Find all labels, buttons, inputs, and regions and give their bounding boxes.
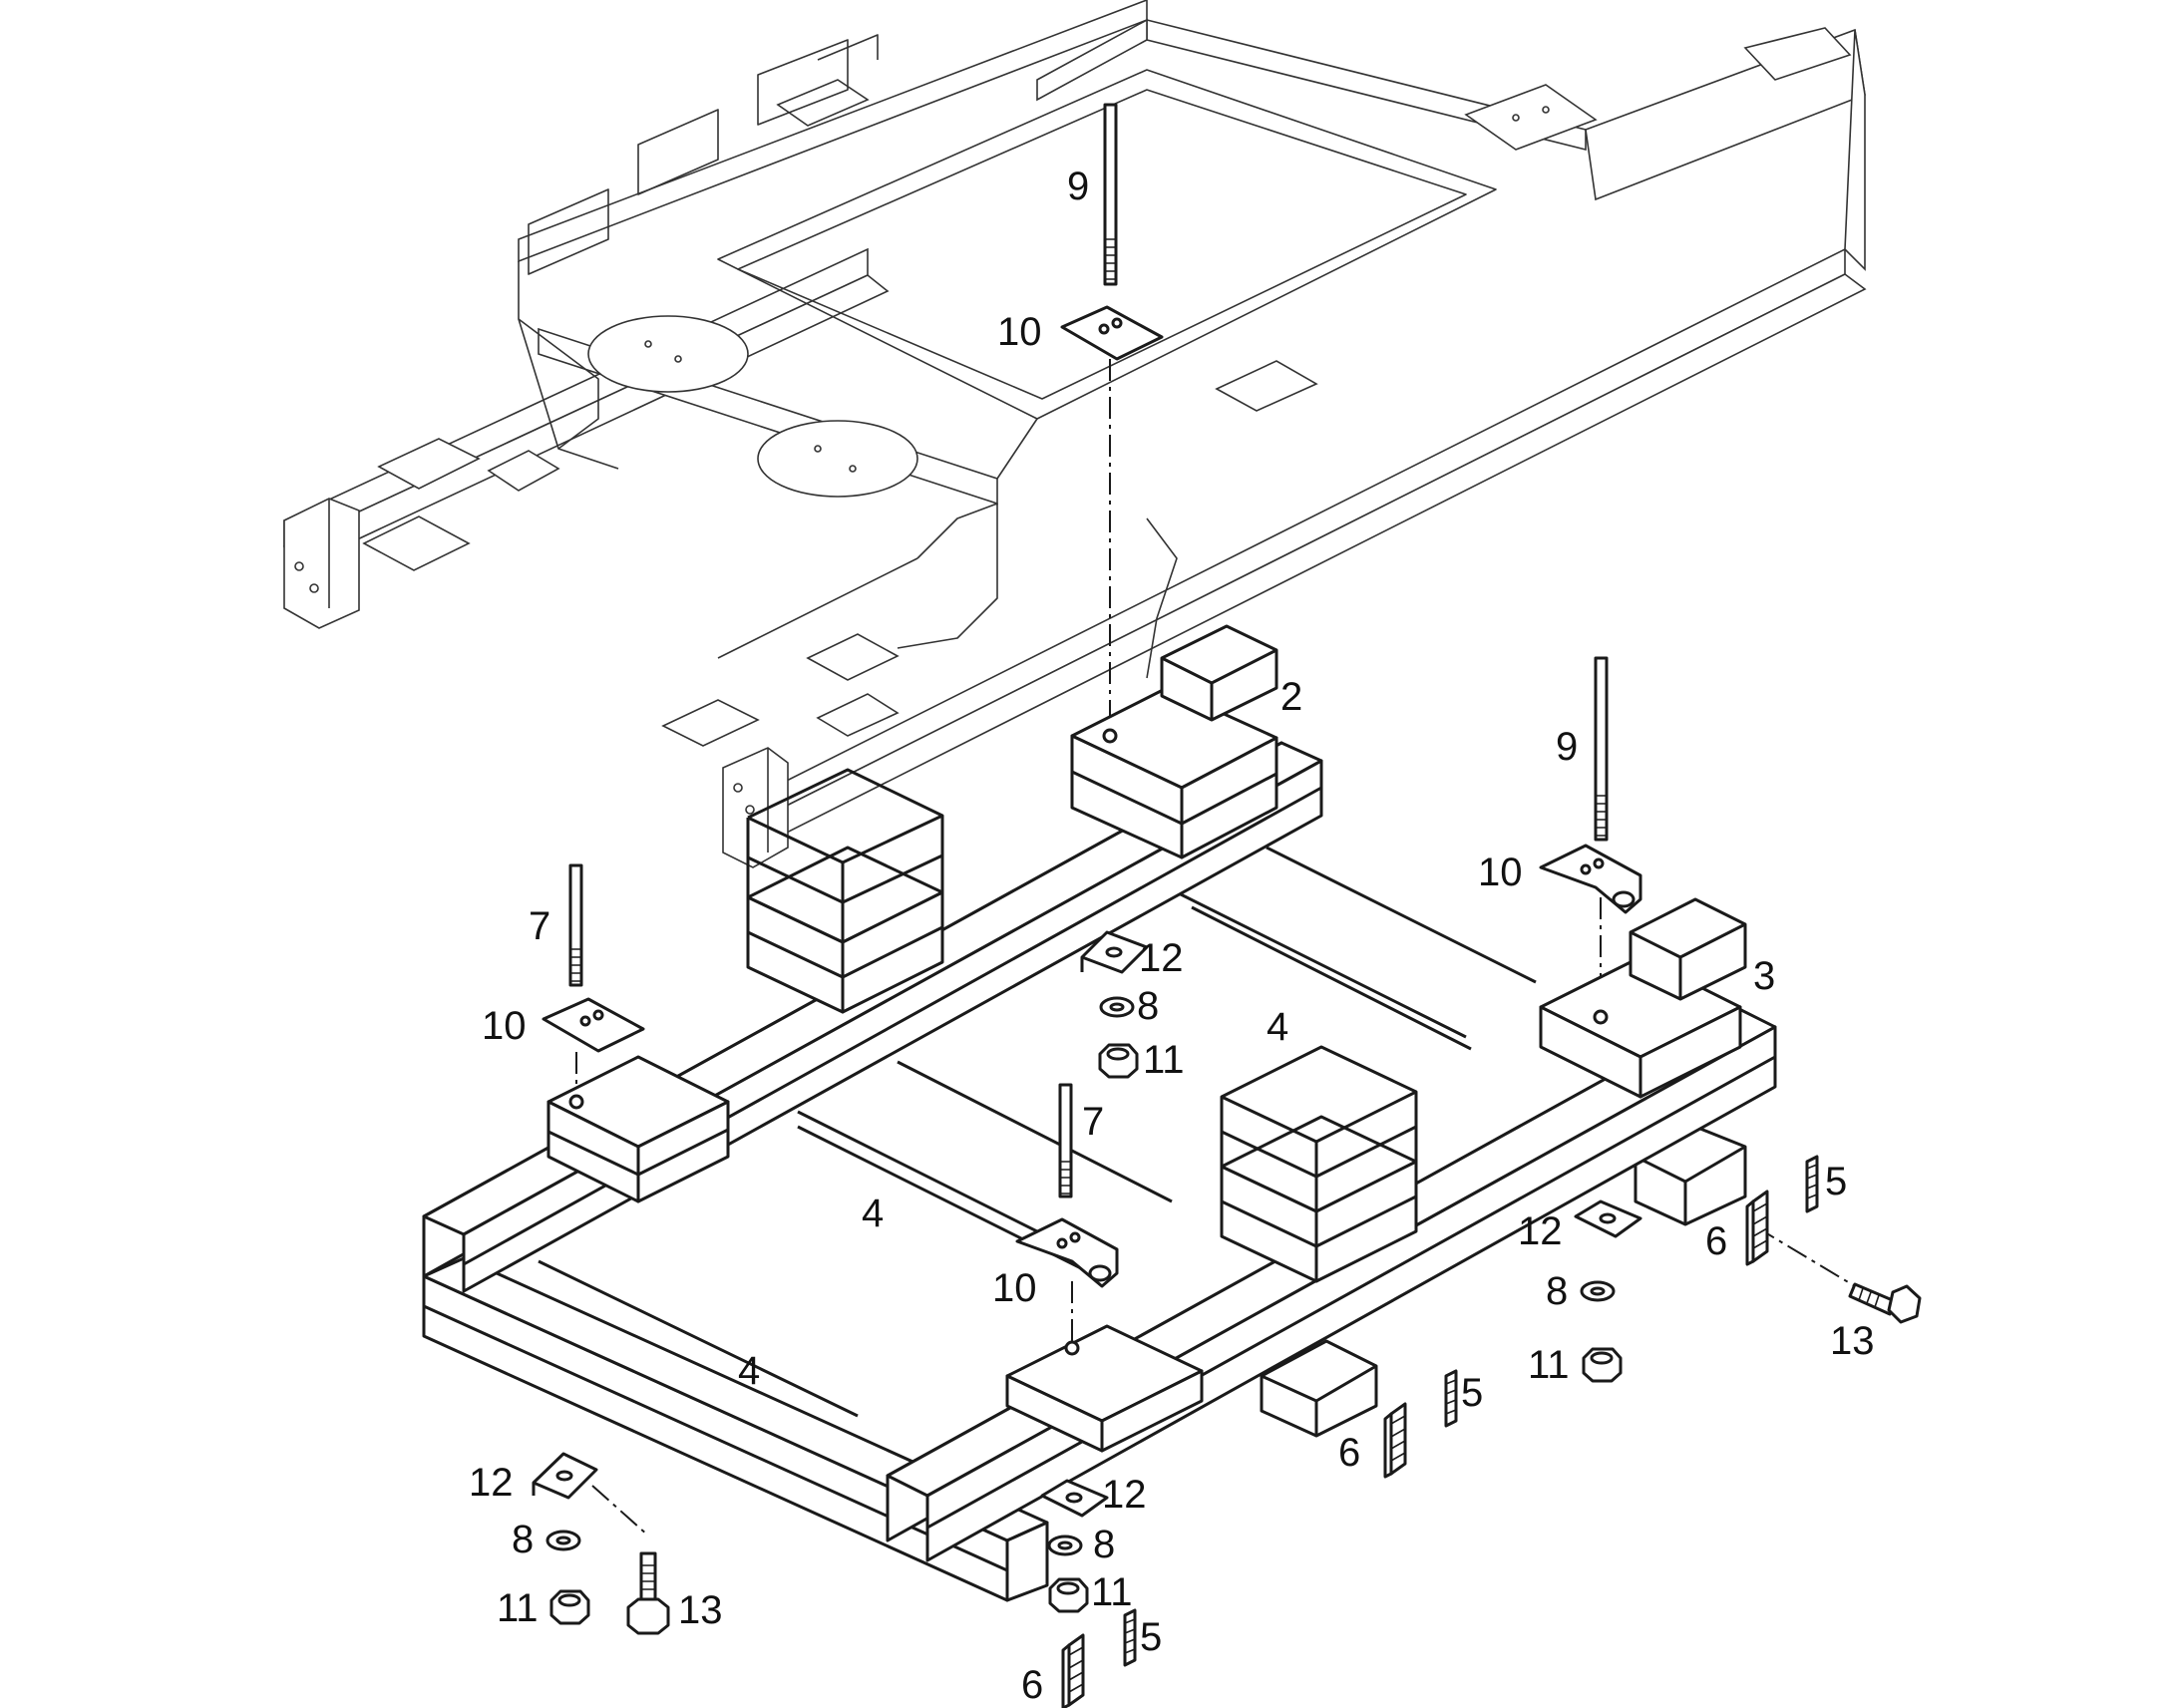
shim-5-c xyxy=(1123,1608,1137,1667)
callout-4: 4 xyxy=(738,1349,760,1393)
callout-6: 6 xyxy=(1705,1219,1727,1263)
washer-8-d xyxy=(1047,1535,1083,1556)
nut-11-c xyxy=(549,1589,590,1625)
callout-2: 2 xyxy=(1280,675,1302,719)
shim-6-a xyxy=(1745,1190,1769,1266)
callout-8: 8 xyxy=(1137,984,1159,1028)
callout-8: 8 xyxy=(1546,1269,1568,1313)
assembly-lines xyxy=(575,359,1856,1537)
plate-10-middle xyxy=(1015,1217,1119,1288)
callout-7: 7 xyxy=(529,904,550,948)
block-stack-middle-left xyxy=(746,768,944,1014)
bolt-13-right xyxy=(1848,1282,1922,1324)
callout-6: 6 xyxy=(1021,1663,1043,1707)
washer-8-b xyxy=(1580,1280,1616,1302)
hardware xyxy=(532,103,1922,1708)
machine-frame xyxy=(282,0,1867,868)
cross-timber-lower xyxy=(538,1259,859,1418)
callout-labels: 2 3 4 4 4 5 5 5 6 6 6 7 7 8 8 8 8 9 9 10… xyxy=(469,165,1875,1707)
callout-8: 8 xyxy=(1093,1523,1115,1566)
callout-9: 9 xyxy=(1067,165,1089,208)
blocking-assembly xyxy=(422,624,1777,1602)
nut-11-b xyxy=(1582,1347,1623,1383)
clip-12-a xyxy=(1080,930,1149,974)
washer-8-a xyxy=(1099,996,1135,1018)
callout-6: 6 xyxy=(1338,1431,1360,1475)
callout-7: 7 xyxy=(1082,1100,1104,1144)
callout-10: 10 xyxy=(992,1266,1037,1310)
spacer-block-middle xyxy=(1260,1339,1378,1438)
callout-11: 11 xyxy=(1091,1570,1133,1614)
clip-12-d xyxy=(1040,1479,1109,1518)
callout-3: 3 xyxy=(1753,954,1775,998)
callout-13: 13 xyxy=(678,1588,723,1632)
shim-5-b xyxy=(1444,1369,1458,1428)
shim-6-b xyxy=(1383,1402,1407,1479)
nut-11-a xyxy=(1098,1043,1139,1079)
nut-11-d xyxy=(1048,1577,1089,1613)
shim-6-c xyxy=(1061,1633,1085,1708)
block-stack-rear-right xyxy=(1539,897,1747,1099)
block-stack-front-left xyxy=(546,1055,730,1203)
cross-timber-upper xyxy=(1166,846,1537,1051)
callout-12: 12 xyxy=(1518,1209,1563,1253)
callout-9: 9 xyxy=(1556,725,1578,769)
shim-5-a xyxy=(1805,1155,1819,1213)
callout-5: 5 xyxy=(1140,1615,1162,1659)
callout-11: 11 xyxy=(1528,1343,1570,1387)
callout-12: 12 xyxy=(1102,1473,1147,1517)
plate-10-top xyxy=(1060,305,1164,361)
block-stack-middle-right xyxy=(1220,1045,1418,1283)
callout-11: 11 xyxy=(1143,1038,1185,1082)
callout-8: 8 xyxy=(512,1518,534,1561)
block-stack-rear-left xyxy=(1070,624,1278,859)
plate-10-right xyxy=(1539,844,1642,914)
stud-7-left xyxy=(568,863,583,987)
callout-5: 5 xyxy=(1825,1160,1847,1203)
callout-5: 5 xyxy=(1461,1371,1483,1415)
cross-timber-middle xyxy=(797,1060,1173,1278)
callout-10: 10 xyxy=(997,310,1042,354)
callout-11: 11 xyxy=(497,1586,539,1630)
stud-7-middle xyxy=(1058,1083,1073,1198)
clip-12-c xyxy=(532,1452,598,1500)
callout-4: 4 xyxy=(862,1192,884,1235)
stud-9-top xyxy=(1103,103,1118,286)
callout-12: 12 xyxy=(1139,936,1184,980)
bolt-13-left xyxy=(626,1551,670,1635)
callout-12: 12 xyxy=(469,1461,514,1505)
plate-10-left xyxy=(542,997,645,1053)
callout-10: 10 xyxy=(482,1004,527,1048)
clip-12-b xyxy=(1574,1199,1642,1238)
callout-4: 4 xyxy=(1267,1005,1288,1049)
washer-8-c xyxy=(545,1530,581,1551)
callout-10: 10 xyxy=(1478,851,1523,894)
stud-9-right xyxy=(1594,656,1609,842)
callout-13: 13 xyxy=(1830,1319,1875,1363)
block-stack-front-right xyxy=(1005,1324,1204,1453)
